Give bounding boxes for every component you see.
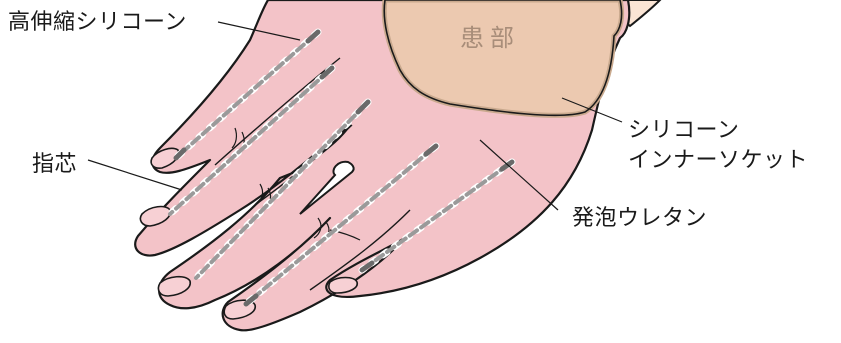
inner-socket-outline bbox=[383, 0, 623, 117]
label-inner-socket-line1: シリコーン bbox=[628, 118, 740, 143]
label-inner-socket-line2: インナーソケット bbox=[628, 148, 809, 173]
leader-stretch-silicone bbox=[217, 21, 301, 41]
label-stretch-silicone: 高伸縮シリコーン bbox=[8, 10, 187, 35]
nail-2 bbox=[139, 205, 172, 227]
finger-line-3 bbox=[309, 209, 411, 291]
label-finger-core: 指芯 bbox=[32, 152, 78, 177]
label-affected-part: 患部 bbox=[460, 24, 520, 52]
finger-cores bbox=[166, 28, 516, 308]
leader-lines bbox=[87, 21, 623, 211]
nail-3 bbox=[157, 275, 192, 297]
finger-gap bbox=[299, 160, 355, 215]
leader-finger-core bbox=[87, 159, 183, 191]
leader-inner-socket bbox=[561, 97, 623, 123]
leader-foam-urethane bbox=[479, 139, 559, 211]
label-foam-urethane: 発泡ウレタン bbox=[572, 206, 708, 231]
nail-5 bbox=[328, 276, 359, 294]
